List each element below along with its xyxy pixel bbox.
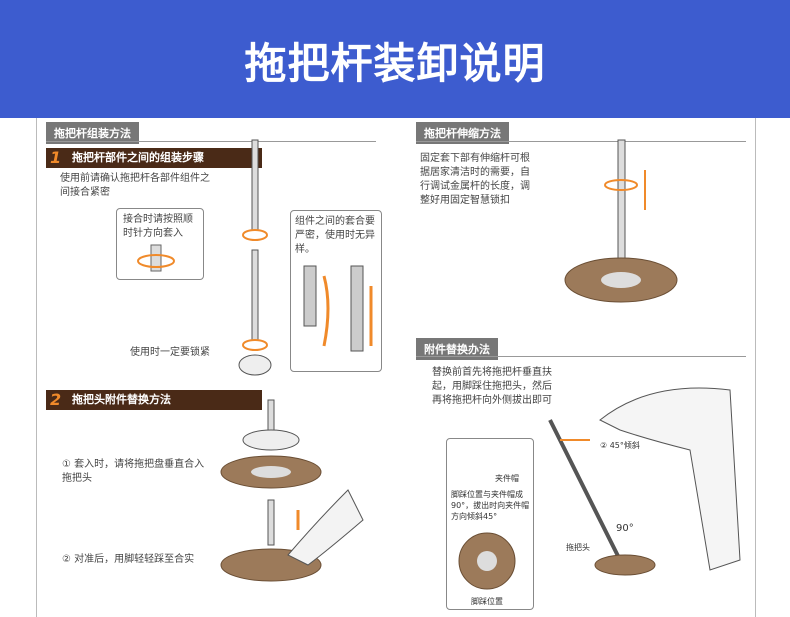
section-title-telescopic: 拖把杆伸缩方法 [416, 122, 509, 144]
callout-text: 组件之间的套合要严密，使用时无异样。 [295, 216, 375, 255]
step2-header: 2 拖把头附件替换方法 [46, 390, 262, 410]
tip-box-clockwise: 接合时请按照顺时针方向套入 [116, 208, 204, 280]
callout-box: 组件之间的套合要严密，使用时无异样。 [290, 210, 382, 372]
page-title: 拖把杆装卸说明 [244, 39, 546, 88]
mop-pole-diagram [238, 139, 272, 376]
step1-title: 拖把杆部件之间的组装步骤 [72, 151, 204, 164]
step2-title: 拖把头附件替换方法 [72, 393, 171, 406]
detail-box: 夹件帽 脚踩位置与夹件帽成90°，拔出时向夹件帽方向倾斜45° 脚踩位置 [446, 438, 534, 610]
telescopic-pole-diagram [564, 139, 678, 303]
section-title-assembly: 拖把杆组装方法 [46, 122, 139, 144]
tip-text: 接合时请按照顺时针方向套入 [123, 214, 193, 239]
label-90-degree: 90° [616, 523, 634, 534]
person-removing-pole-diagram [548, 387, 741, 576]
step1-number: 1 [50, 148, 62, 167]
header-banner: 拖把杆装卸说明 [0, 0, 790, 118]
lock-instruction: 使用时一定要锁紧 [130, 347, 210, 358]
step1-description: 使用前请确认拖把杆各部件组件之间接合紧密 [60, 173, 210, 198]
divider [46, 141, 376, 142]
label-foot-position: 脚踩位置 [471, 597, 503, 606]
section-title-replacement: 附件替换办法 [416, 338, 498, 360]
replacement-description: 替换前首先将拖把杆垂直扶起，用脚踩住拖把头，然后再将拖把杆向外侧拔出即可 [432, 367, 552, 406]
label-instructions: 脚踩位置与夹件帽成90°，拔出时向夹件帽方向倾斜45° [451, 490, 530, 521]
step2-note1: ① 套入时，请将拖把盘垂直合入拖把头 [62, 459, 205, 484]
label-mop-head: 拖把头 [566, 543, 590, 552]
divider [416, 356, 746, 357]
divider [416, 141, 746, 142]
foot-position-diagram [458, 532, 516, 590]
rotate-icon [137, 244, 175, 272]
tube-joint-diagram [303, 265, 373, 352]
step2-number: 2 [50, 390, 62, 409]
label-45-degree: ② 45°倾斜 [600, 441, 640, 450]
foot-press-diagram [220, 489, 364, 582]
step1-header: 1 拖把杆部件之间的组装步骤 [46, 148, 262, 168]
instruction-sheet [36, 118, 756, 617]
label-clip-cap: 夹件帽 [495, 474, 519, 483]
mop-head-insert-diagram [220, 399, 322, 489]
telescopic-description: 固定套下部有伸缩杆可根据居家清洁时的需要，自行调试金属杆的长度，调整好用固定智慧… [420, 153, 530, 206]
step2-note2: ② 对准后，用脚轻轻踩至合实 [62, 554, 195, 565]
